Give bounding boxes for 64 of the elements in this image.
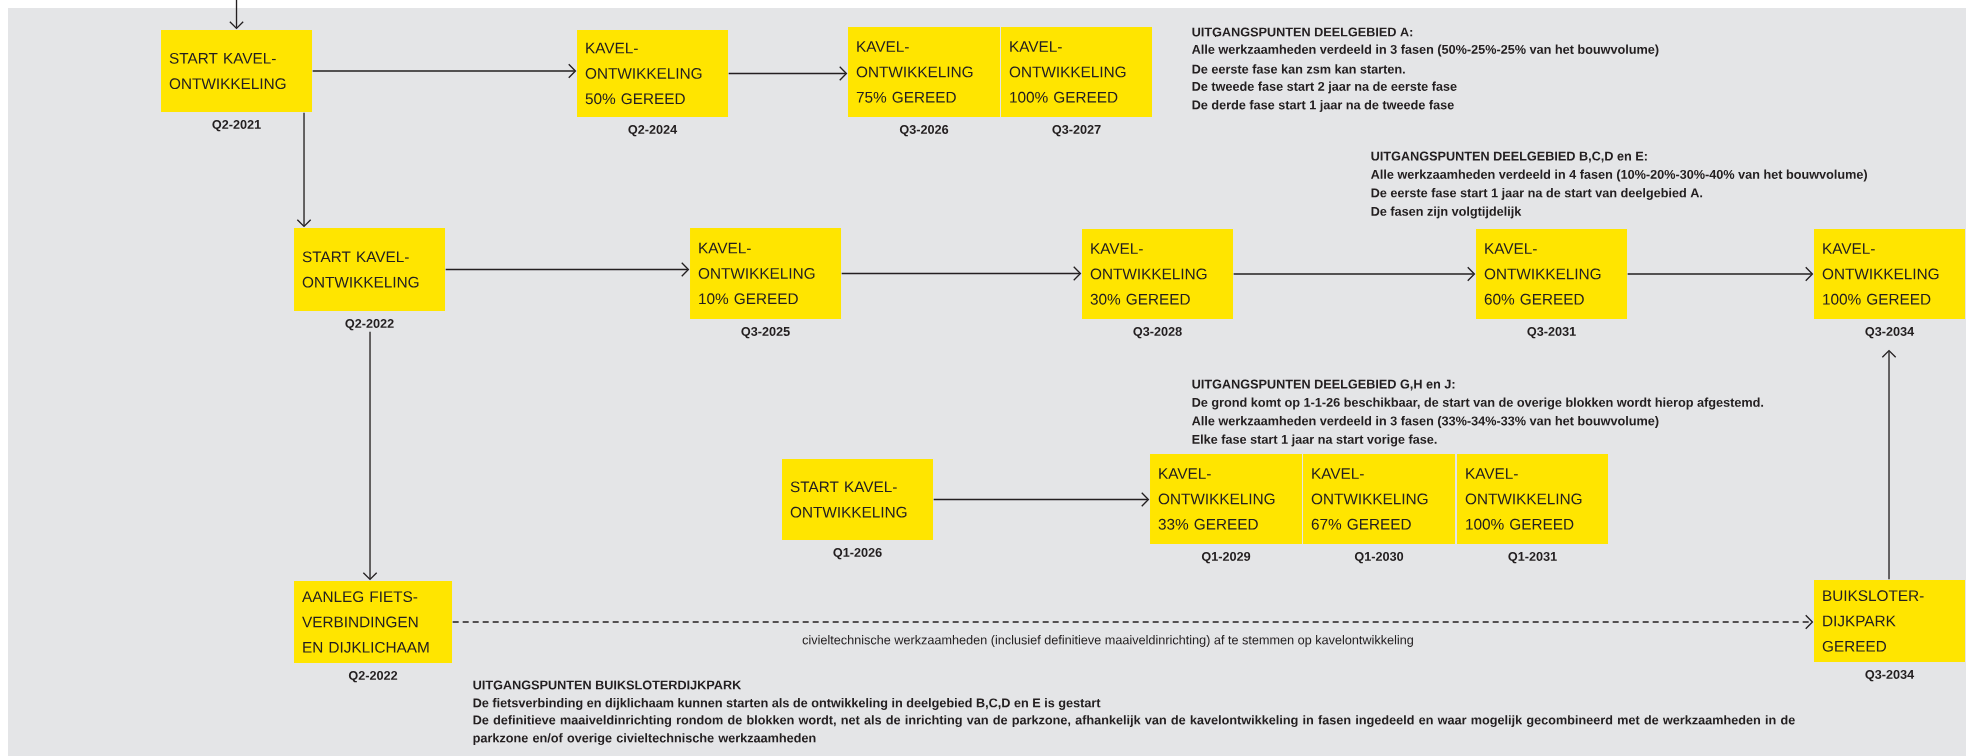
date-label: Q1-2029 <box>1201 552 1251 564</box>
note-text: De fasen zijn volgtijdelijk <box>1371 206 1522 219</box>
note-text: De derde fase start 1 jaar na de tweede fase <box>1192 100 1454 112</box>
arrow <box>312 63 577 79</box>
date-label: Q3-2027 <box>1052 125 1101 137</box>
milestone-box: KAVEL- ONTWIKKELING 75% GEREED <box>848 27 1000 117</box>
arrow <box>1233 266 1476 282</box>
date-label: Q3-2028 <box>1133 327 1182 339</box>
date-label: Q2-2022 <box>345 319 394 331</box>
arrow <box>933 492 1150 507</box>
arrow <box>296 112 312 228</box>
arrow <box>728 66 848 81</box>
milestone-box: KAVEL- ONTWIKKELING 50% GEREED <box>577 30 728 117</box>
note-text: Alle werkzaamheden verdeeld in 3 fasen (50%-25%-25% van het bouwvolume) <box>1192 44 1659 57</box>
date-label: Q2-2022 <box>348 671 398 683</box>
note-text: De eerste fase kan zsm kan starten. <box>1192 64 1405 74</box>
milestone-box: KAVEL- ONTWIKKELING 30% GEREED <box>1082 229 1233 319</box>
milestone-box: START KAVEL- ONTWIKKELING <box>161 30 312 112</box>
date-label: Q3-2034 <box>1865 670 1915 682</box>
arrow <box>1881 349 1897 580</box>
note-heading: UITGANGSPUNTEN DEELGEBIED G,H en J: <box>1192 379 1455 391</box>
date-label: Q3-2031 <box>1527 327 1576 339</box>
milestone-box: KAVEL- ONTWIKKELING 67% GEREED <box>1303 454 1455 544</box>
note-heading: UITGANGSPUNTEN DEELGEBIED A: <box>1192 27 1413 37</box>
arrow <box>841 266 1082 281</box>
milestone-box: KAVEL- ONTWIKKELING 100% GEREED <box>1001 27 1152 117</box>
note-text: De fietsverbinding en dijklichaam kunnen starten als de ontwikkeling in deelgebied B,C,D en E is gestart <box>473 698 1101 710</box>
note-heading: UITGANGSPUNTEN DEELGEBIED B,C,D en E: <box>1371 151 1647 163</box>
edge-label: civieltechnische werkzaamheden (inclusief definitieve maaiveldinrichting) af te stemmen op kavelontwikkeling <box>800 633 1416 649</box>
date-label: Q3-2034 <box>1865 327 1915 339</box>
date-label: Q2-2021 <box>212 120 261 132</box>
date-label: Q3-2026 <box>899 125 949 137</box>
milestone-box: KAVEL- ONTWIKKELING 60% GEREED <box>1476 229 1627 319</box>
node-label: KAVEL- ONTWIKKELING 100% GEREED <box>1465 468 1582 530</box>
node-label: KAVEL- ONTWIKKELING 100% GEREED <box>1009 41 1126 103</box>
dashed-arrow <box>452 614 1814 630</box>
date-label: Q1-2031 <box>1508 552 1557 564</box>
milestone-box: START KAVEL- ONTWIKKELING <box>782 459 933 540</box>
milestone-box: BUIKSLOTER- DIJKPARK GEREED <box>1814 580 1965 662</box>
node-label: KAVEL- ONTWIKKELING 33% GEREED <box>1158 468 1275 530</box>
milestone-box: KAVEL- ONTWIKKELING 10% GEREED <box>690 228 841 319</box>
milestone-box: KAVEL- ONTWIKKELING 100% GEREED <box>1814 229 1965 319</box>
note-text: De grond komt op 1-1-26 beschikbaar, de start van de overige blokken wordt hierop afgestemd. <box>1192 397 1764 410</box>
date-label: Q1-2030 <box>1354 552 1404 564</box>
node-label: KAVEL- ONTWIKKELING 75% GEREED <box>856 41 973 103</box>
arrow <box>229 0 244 30</box>
arrow <box>1627 266 1814 282</box>
milestone-box: AANLEG FIETS- VERBINDINGEN EN DIJKLICHAAM <box>294 581 452 663</box>
arrow <box>445 262 690 277</box>
note-text: De tweede fase start 2 jaar na de eerste fase <box>1192 81 1457 94</box>
note-text: Alle werkzaamheden verdeeld in 3 fasen (33%-34%-33% van het bouwvolume) <box>1192 416 1659 428</box>
date-label: Q1-2026 <box>833 548 882 560</box>
milestone-box: KAVEL- ONTWIKKELING 100% GEREED <box>1457 454 1608 544</box>
milestone-box: KAVEL- ONTWIKKELING 33% GEREED <box>1150 454 1302 544</box>
date-label: Q3-2025 <box>741 327 790 339</box>
note-text: De eerste fase start 1 jaar na de start van deelgebied A. <box>1371 188 1703 200</box>
node-label: KAVEL- ONTWIKKELING 67% GEREED <box>1311 468 1428 530</box>
date-label: Q2-2024 <box>628 125 678 137</box>
note-text: Alle werkzaamheden verdeeld in 4 fasen (10%-20%-30%-40% van het bouwvolume) <box>1371 169 1867 182</box>
note-text: Elke fase start 1 jaar na start vorige fase. <box>1192 434 1437 447</box>
arrow <box>362 331 378 581</box>
note-heading: UITGANGSPUNTEN BUIKSLOTERDIJKPARK <box>473 680 742 690</box>
milestone-box: START KAVEL- ONTWIKKELING <box>294 228 445 311</box>
note-text: De definitieve maaiveldinrichting rondom de blokken wordt, net als de inrichting van de parkzone, afhankelijk van de kavelontwikkeling in fasen ingedeeld en waar mogelijk gecombineerd met de werkzaamheden in de parkzone en/of overige civieltechnische werkzaamheden <box>473 715 1795 745</box>
